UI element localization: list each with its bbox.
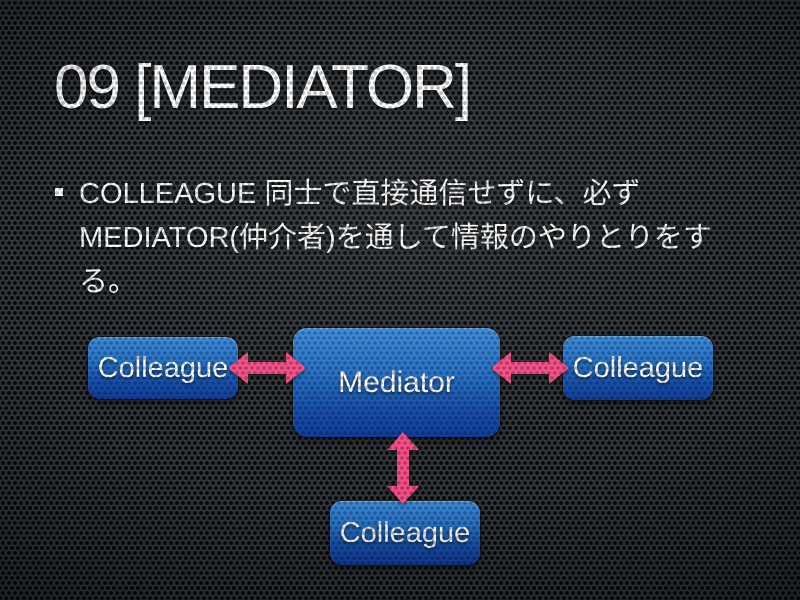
- bullet-line: MEDIATOR(仲介者)を通して情報のやりとりをす: [79, 222, 712, 254]
- node-colleague-bottom: Colleague: [330, 501, 480, 565]
- double-arrow-right-icon: [491, 352, 569, 384]
- node-label: Colleague: [339, 516, 471, 549]
- slide-title: 09 [MEDIATOR]: [54, 53, 472, 122]
- bullet-marker-icon: [55, 188, 63, 196]
- double-arrow-left-icon: [228, 352, 306, 384]
- bullet-line: COLLEAGUE 同士で直接通信せずに、必ず: [79, 178, 641, 210]
- bullet-text: COLLEAGUE 同士で直接通信せずに、必ず MEDIATOR(仲介者)を通し…: [79, 172, 712, 304]
- node-label: Colleague: [572, 351, 704, 384]
- bullet-item: COLLEAGUE 同士で直接通信せずに、必ず MEDIATOR(仲介者)を通し…: [55, 172, 712, 304]
- bullet-line: る。: [79, 266, 138, 298]
- node-colleague-left: Colleague: [88, 337, 238, 399]
- node-colleague-right: Colleague: [563, 336, 713, 400]
- node-label: Colleague: [97, 351, 229, 384]
- double-arrow-vertical-icon: [387, 432, 419, 504]
- node-label: Mediator: [338, 365, 455, 399]
- node-mediator: Mediator: [293, 328, 500, 437]
